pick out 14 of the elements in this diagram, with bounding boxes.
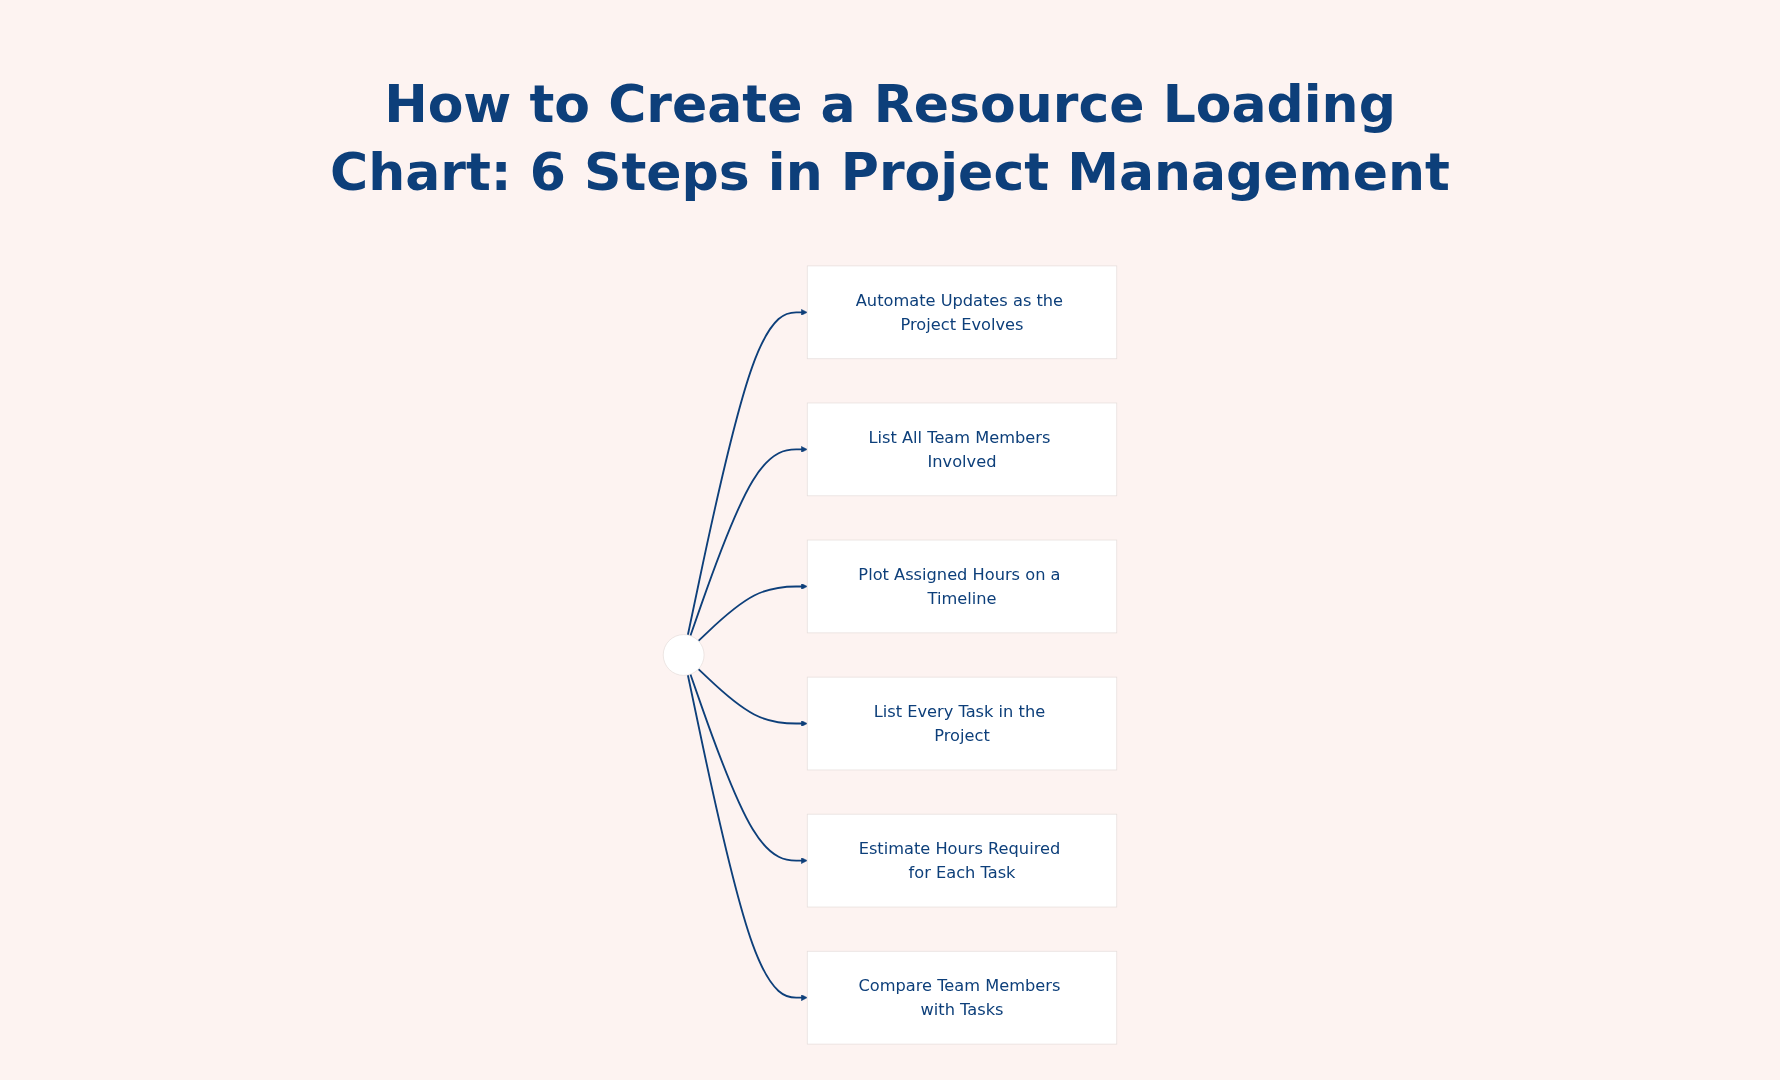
title: How to Create a Resource Loading Chart: 6 Steps in Project Management	[329, 73, 1451, 204]
node-box: Estimate Hours Required for Each Task	[806, 813, 1118, 908]
arrow	[689, 673, 808, 864]
node-box: Plot Assigned Hours on a Timeline	[806, 539, 1118, 634]
arrow	[697, 668, 808, 727]
arrow	[686, 309, 808, 636]
node-box: Compare Team Members with Tasks	[806, 950, 1118, 1045]
node-box: Automate Updates as the Project Evolves	[806, 265, 1118, 360]
arrow	[697, 583, 808, 642]
node-box: List All Team Members Involved	[806, 402, 1118, 497]
node-circle	[662, 634, 705, 676]
node-box: List Every Task in the Project	[806, 676, 1118, 771]
arrow	[686, 674, 808, 1001]
arrow	[689, 446, 808, 637]
